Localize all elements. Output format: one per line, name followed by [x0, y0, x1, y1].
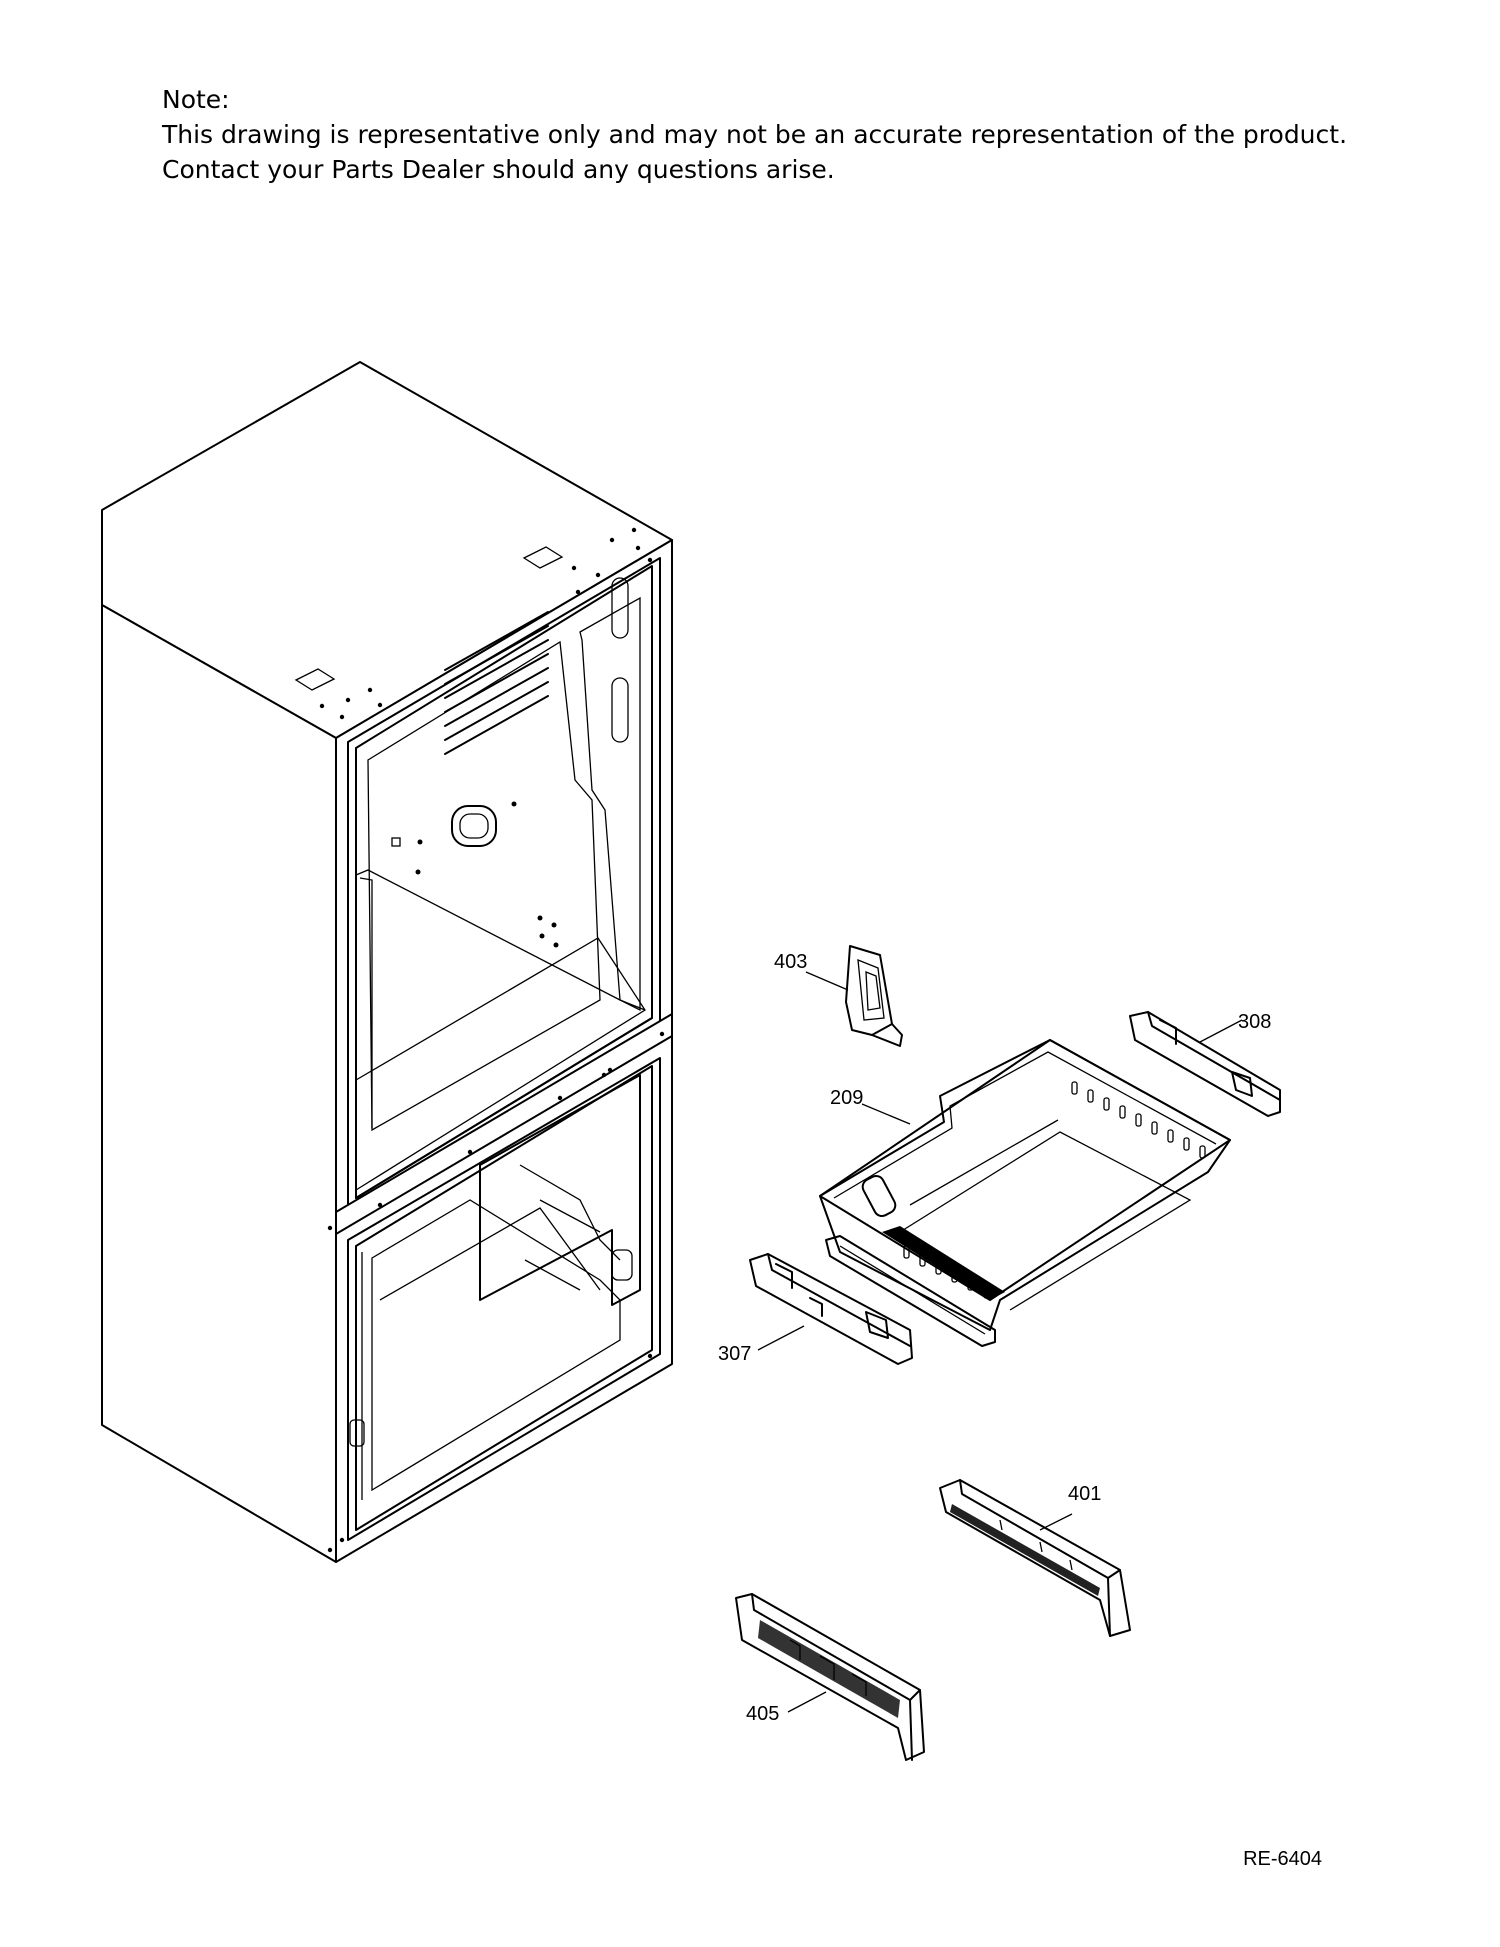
- rail-307-clip-2: [809, 1297, 823, 1317]
- callout-403: 403: [774, 951, 807, 973]
- drawer-209-inner-rim: [833, 1051, 1217, 1199]
- back-wall-clip: [391, 837, 401, 847]
- fresh-food-left-corner: [359, 877, 373, 1128]
- leader-401: [1039, 1513, 1073, 1531]
- callout-209: 209: [830, 1087, 863, 1109]
- fresh-food-back: [355, 747, 653, 1199]
- freezer-opening-frame: [347, 1057, 661, 1541]
- freezer-rail-detail: [519, 1164, 621, 1291]
- note-line-1: This drawing is representative only and …: [162, 120, 1348, 149]
- cover-405-dark-panel: [758, 1620, 900, 1718]
- reference-code: RE-6404: [1243, 1848, 1322, 1870]
- freezer-left-stop: [349, 1419, 365, 1447]
- top-rivets: [319, 527, 653, 720]
- drawer-209-under-rail: [825, 1235, 996, 1347]
- fresh-food-floor-edge: [355, 869, 646, 1011]
- cover-401-top-edge: [959, 1479, 1121, 1579]
- cover-401-ribs: [999, 1519, 1073, 1571]
- cover-405-grid: [789, 1639, 867, 1696]
- cover-401-dark-strip: [950, 1504, 1100, 1596]
- back-wall-vent: [451, 805, 497, 847]
- drawer-209-handle: [861, 1174, 897, 1218]
- part-308-rail: [1129, 1011, 1281, 1117]
- slot-lower: [611, 677, 629, 743]
- slot-upper: [611, 577, 629, 639]
- top-vent-left: [294, 668, 336, 691]
- fresh-food-side-channel: [579, 596, 641, 1012]
- bracket-403-foot: [871, 1023, 903, 1047]
- freezer-liner-edge: [355, 1065, 653, 1531]
- drawer-209-floor-rib: [909, 1119, 1059, 1206]
- disclaimer-note: Note: This drawing is representative onl…: [162, 82, 1347, 187]
- leader-403: [805, 971, 849, 991]
- top-vent-right: [522, 546, 564, 569]
- bracket-403-plate: [845, 945, 893, 1036]
- cover-405-end: [909, 1699, 913, 1761]
- callout-401: 401: [1068, 1483, 1101, 1505]
- leader-308: [1199, 1019, 1243, 1043]
- callout-307: 307: [718, 1343, 751, 1365]
- leader-307: [757, 1325, 805, 1351]
- drawer-209-rail-teeth: [839, 1245, 986, 1335]
- drawer-209-front-stripe: [882, 1226, 1005, 1300]
- bracket-403-grid: [857, 958, 885, 1021]
- rail-307-edge: [767, 1253, 911, 1347]
- back-wall-vent-inner: [459, 813, 489, 839]
- freezer-floor-line: [379, 1207, 601, 1301]
- fresh-food-back-wall: [367, 640, 601, 1132]
- freezer-rail-stop: [611, 1249, 633, 1281]
- drawer-209-floor: [899, 1131, 1192, 1311]
- part-307-rail: [749, 1253, 913, 1365]
- note-line-2: Contact your Parts Dealer should any que…: [162, 155, 835, 184]
- part-401-cover: [939, 1479, 1131, 1637]
- part-405-cover: [735, 1593, 925, 1761]
- cabinet-side: [101, 604, 337, 1563]
- part-209-drawer: [819, 1039, 1231, 1347]
- rail-308-stop: [1231, 1071, 1253, 1097]
- leader-209: [861, 1103, 911, 1125]
- drawer-209-front-slots: [903, 1245, 990, 1299]
- rail-307-stop: [865, 1311, 889, 1339]
- back-wall-holes: [415, 801, 559, 948]
- fresh-food-floor: [355, 937, 646, 1191]
- freezer-side-rails: [479, 1074, 641, 1306]
- callout-308: 308: [1238, 1011, 1271, 1033]
- cabinet-mullion: [335, 1013, 673, 1235]
- note-heading: Note:: [162, 85, 230, 114]
- leader-405: [787, 1691, 827, 1713]
- callout-405: 405: [746, 1703, 779, 1725]
- drawer-209-back-slots: [1071, 1081, 1206, 1159]
- mullion-rivets: [327, 1031, 665, 1231]
- rail-308-edge: [1147, 1011, 1281, 1101]
- rail-307-clip: [775, 1263, 793, 1289]
- rail-308-clip: [1159, 1019, 1177, 1045]
- refrigerator-cabinet: [101, 361, 673, 1563]
- part-403-bracket: [805, 945, 903, 1047]
- cover-405-top-edge: [751, 1593, 921, 1701]
- cover-401-end: [1107, 1577, 1111, 1637]
- freezer-rivets: [327, 1072, 653, 1553]
- rear-evaporator-fins: [444, 611, 549, 755]
